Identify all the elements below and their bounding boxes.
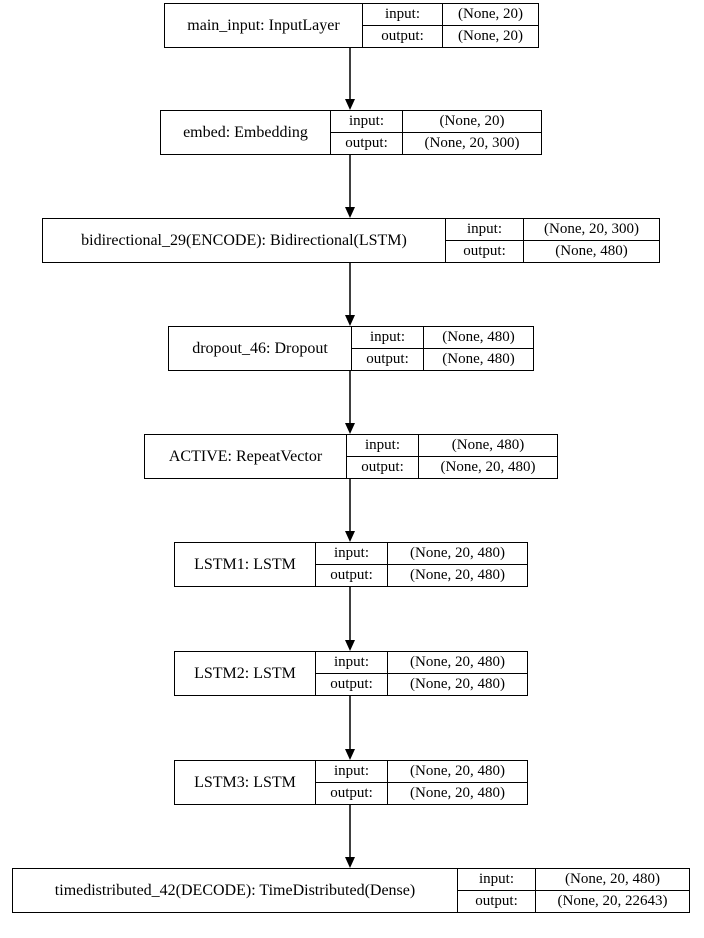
- edge-arrowhead: [345, 749, 355, 760]
- output-shape: (None, 20, 480): [410, 567, 505, 583]
- output-shape: (None, 480): [442, 351, 515, 367]
- edge-arrowhead: [345, 207, 355, 218]
- output-label: output:: [331, 133, 403, 154]
- input-shape: (None, 20, 480): [565, 871, 660, 887]
- output-label: output:: [446, 241, 524, 262]
- layer-name: ACTIVE: RepeatVector: [145, 435, 347, 478]
- input-row: input: (None, 20): [363, 4, 538, 26]
- layer-name: main_input: InputLayer: [165, 4, 363, 47]
- output-row: output: (None, 20): [363, 26, 538, 47]
- input-shape: (None, 20, 480): [410, 654, 505, 670]
- io-table: input: (None, 20) output: (None, 20): [363, 4, 538, 47]
- edge-arrowhead: [345, 640, 355, 651]
- output-label: output:: [363, 26, 443, 47]
- input-row: input: (None, 20, 480): [316, 761, 527, 783]
- output-shape: (None, 20, 480): [410, 676, 505, 692]
- input-label: input:: [363, 4, 443, 25]
- output-shape: (None, 20): [458, 28, 523, 44]
- edge-arrowhead: [345, 531, 355, 542]
- edge-arrowhead: [345, 99, 355, 110]
- input-shape: (None, 480): [451, 437, 525, 453]
- output-row: output: (None, 480): [352, 349, 533, 370]
- input-shape: (None, 20): [439, 113, 505, 129]
- output-label: output:: [352, 349, 424, 370]
- layer-node: timedistributed_42(DECODE): TimeDistribu…: [12, 868, 690, 913]
- layer-name: LSTM2: LSTM: [175, 652, 316, 695]
- output-row: output: (None, 20, 480): [316, 674, 527, 695]
- output-shape: (None, 20, 480): [440, 459, 536, 475]
- io-table: input: (None, 20, 300) output: (None, 480): [446, 219, 659, 262]
- input-label: input:: [316, 761, 388, 782]
- io-table: input: (None, 480) output: (None, 20, 480): [347, 435, 557, 478]
- input-shape: (None, 20, 480): [410, 763, 505, 779]
- input-label: input:: [458, 869, 536, 890]
- input-label: input:: [352, 327, 424, 348]
- output-row: output: (None, 20, 22643): [458, 891, 689, 912]
- output-shape: (None, 20, 300): [424, 135, 520, 151]
- layer-name: LSTM3: LSTM: [175, 761, 316, 804]
- output-label: output:: [316, 674, 388, 695]
- io-table: input: (None, 20, 480) output: (None, 20, 4…: [316, 543, 527, 586]
- input-shape: (None, 480): [442, 329, 515, 345]
- input-row: input: (None, 20, 480): [316, 652, 527, 674]
- output-label: output:: [316, 783, 388, 804]
- output-row: output: (None, 20, 480): [347, 457, 557, 478]
- input-shape: (None, 20): [458, 6, 523, 22]
- input-label: input:: [347, 435, 419, 456]
- output-row: output: (None, 20, 480): [316, 565, 527, 586]
- layer-node: bidirectional_29(ENCODE): Bidirectional(…: [42, 218, 660, 263]
- input-shape: (None, 20, 480): [410, 545, 505, 561]
- input-row: input: (None, 20): [331, 111, 541, 133]
- io-table: input: (None, 20, 480) output: (None, 20, 2…: [458, 869, 689, 912]
- output-label: output:: [458, 891, 536, 912]
- output-label: output:: [316, 565, 388, 586]
- io-table: input: (None, 20, 480) output: (None, 20, 4…: [316, 761, 527, 804]
- layer-name: dropout_46: Dropout: [169, 327, 352, 370]
- input-row: input: (None, 480): [347, 435, 557, 457]
- edge-arrowhead: [345, 857, 355, 868]
- layer-name: bidirectional_29(ENCODE): Bidirectional(…: [43, 219, 446, 262]
- output-label: output:: [347, 457, 419, 478]
- layer-name: timedistributed_42(DECODE): TimeDistribu…: [13, 869, 458, 912]
- layer-name: LSTM1: LSTM: [175, 543, 316, 586]
- input-label: input:: [446, 219, 524, 240]
- input-label: input:: [316, 543, 388, 564]
- output-shape: (None, 20, 22643): [557, 893, 668, 909]
- input-row: input: (None, 480): [352, 327, 533, 349]
- input-label: input:: [331, 111, 403, 132]
- output-row: output: (None, 20, 480): [316, 783, 527, 804]
- input-row: input: (None, 20, 480): [316, 543, 527, 565]
- input-shape: (None, 20, 300): [544, 221, 639, 237]
- output-shape: (None, 480): [555, 243, 628, 259]
- output-row: output: (None, 20, 300): [331, 133, 541, 154]
- edge-arrowhead: [345, 315, 355, 326]
- io-table: input: (None, 480) output: (None, 480): [352, 327, 533, 370]
- input-row: input: (None, 20, 480): [458, 869, 689, 891]
- output-row: output: (None, 480): [446, 241, 659, 262]
- layer-name: embed: Embedding: [161, 111, 331, 154]
- input-label: input:: [316, 652, 388, 673]
- io-table: input: (None, 20, 480) output: (None, 20, 4…: [316, 652, 527, 695]
- output-shape: (None, 20, 480): [410, 785, 505, 801]
- input-row: input: (None, 20, 300): [446, 219, 659, 241]
- edge-arrowhead: [345, 423, 355, 434]
- io-table: input: (None, 20) output: (None, 20, 300): [331, 111, 541, 154]
